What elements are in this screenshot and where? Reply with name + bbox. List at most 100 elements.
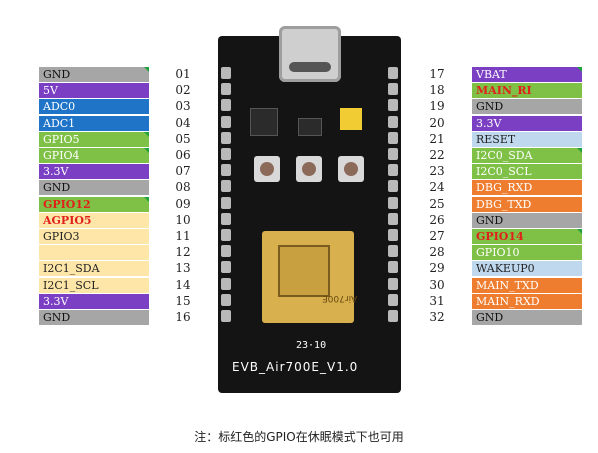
pin-number: 24 (429, 180, 445, 194)
pin-label: ADC1 (39, 116, 149, 131)
pin-number: 16 (175, 310, 191, 324)
footnote: 注：标红色的GPIO在休眠模式下也可用 (194, 430, 404, 444)
pin-number: 18 (429, 83, 445, 97)
pin-label: ADC0 (39, 99, 149, 114)
pin-label: GND (39, 180, 149, 195)
pin-label: GND (472, 99, 582, 114)
pin-number: 15 (175, 294, 191, 308)
air700e-board: Air700E 23·10 EVB_Air700E_V1.0 (218, 26, 401, 393)
pin-label: MAIN_RXD (472, 294, 582, 309)
castellated-pad (221, 116, 231, 128)
pin-label: GPIO4 (39, 148, 149, 163)
castellated-pad (221, 67, 231, 79)
pin-number: 08 (175, 180, 191, 194)
castellated-pad (221, 294, 231, 306)
power-button (338, 156, 364, 182)
pin-label: GPIO3 (39, 229, 149, 244)
castellated-pad (388, 261, 398, 273)
pin-number: 11 (175, 229, 191, 243)
pin-number: 03 (175, 99, 191, 113)
pin-number: 26 (429, 213, 445, 227)
usb-c-port (289, 62, 331, 72)
pin-number: 02 (175, 83, 191, 97)
castellated-pad (221, 278, 231, 290)
pin-label: GND (472, 213, 582, 228)
regulator-chip (298, 118, 322, 136)
reset-button (254, 156, 280, 182)
castellated-pad (221, 197, 231, 209)
castellated-pad (221, 310, 231, 322)
pin-label: GND (472, 310, 582, 325)
pin-number: 23 (429, 164, 445, 178)
castellated-pad (388, 294, 398, 306)
castellated-pad (221, 132, 231, 144)
pin-number: 20 (429, 116, 445, 130)
pin-label: DBG_TXD (472, 197, 582, 212)
module-label: Air700E (322, 293, 358, 303)
pin-label: I2C1_SDA (39, 261, 149, 276)
pin-label: GPIO14 (472, 229, 582, 244)
castellated-pad (388, 116, 398, 128)
pin-number: 32 (429, 310, 445, 324)
pin-number: 22 (429, 148, 445, 162)
castellated-pad (221, 164, 231, 176)
pin-number: 09 (175, 197, 191, 211)
pin-label: RESET (472, 132, 582, 147)
pin-label (39, 245, 149, 260)
castellated-pad (221, 261, 231, 273)
pin-label: 5V (39, 83, 149, 98)
pin-label: I2C0_SDA (472, 148, 582, 163)
castellated-pad (388, 99, 398, 111)
castellated-pad (221, 245, 231, 257)
pin-number: 19 (429, 99, 445, 113)
castellated-pad (388, 83, 398, 95)
castellated-pad (221, 148, 231, 160)
pin-label: 3.3V (472, 116, 582, 131)
pin-label: DBG_RXD (472, 180, 582, 195)
pin-label: MAIN_RI (472, 83, 582, 98)
castellated-pad (388, 213, 398, 225)
pin-label: GPIO12 (39, 197, 149, 212)
castellated-pad (388, 278, 398, 290)
pin-label: GND (39, 310, 149, 325)
pin-number: 17 (429, 67, 445, 81)
pin-label: GPIO10 (472, 245, 582, 260)
pin-label: WAKEUP0 (472, 261, 582, 276)
castellated-pad (388, 310, 398, 322)
pin-number: 07 (175, 164, 191, 178)
castellated-pad (221, 229, 231, 241)
castellated-pad (221, 180, 231, 192)
castellated-pad (388, 132, 398, 144)
castellated-pad (388, 245, 398, 257)
pin-label: 3.3V (39, 164, 149, 179)
pin-label: I2C1_SCL (39, 278, 149, 293)
pin-number: 25 (429, 197, 445, 211)
pin-number: 31 (429, 294, 445, 308)
pin-label: I2C0_SCL (472, 164, 582, 179)
pin-number: 27 (429, 229, 445, 243)
boot-button (296, 156, 322, 182)
castellated-pad (388, 67, 398, 79)
capacitor (340, 108, 362, 130)
pin-number: 30 (429, 278, 445, 292)
qr-code-icon (278, 245, 330, 297)
pin-number: 10 (175, 213, 191, 227)
castellated-pad (388, 180, 398, 192)
pin-label: 3.3V (39, 294, 149, 309)
pin-label: GPIO5 (39, 132, 149, 147)
pin-number: 28 (429, 245, 445, 259)
castellated-pad (221, 83, 231, 95)
castellated-pad (221, 99, 231, 111)
castellated-pad (388, 164, 398, 176)
pin-number: 12 (175, 245, 191, 259)
pin-number: 05 (175, 132, 191, 146)
air700e-module: Air700E (262, 231, 358, 323)
inductor (250, 108, 278, 136)
board-name: EVB_Air700E_V1.0 (232, 360, 359, 374)
pin-label: GND (39, 67, 149, 82)
castellated-pad (388, 148, 398, 160)
pin-label: VBAT (472, 67, 582, 82)
castellated-pad (221, 213, 231, 225)
pin-label: MAIN_TXD (472, 278, 582, 293)
pin-label: AGPIO5 (39, 213, 149, 228)
